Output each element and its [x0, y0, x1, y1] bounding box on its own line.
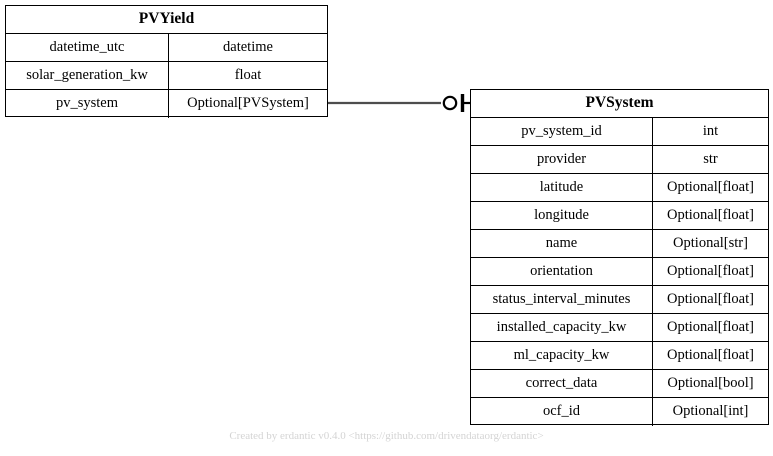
field-name: datetime_utc: [6, 34, 169, 61]
field-name: solar_generation_kw: [6, 62, 169, 89]
table-row[interactable]: pv_system_id int: [471, 118, 768, 146]
field-name: name: [471, 230, 653, 257]
table-row[interactable]: pv_system Optional[PVSystem]: [6, 90, 327, 118]
field-type: Optional[float]: [667, 263, 754, 279]
table-row[interactable]: solar_generation_kw float: [6, 62, 327, 90]
table-row[interactable]: status_interval_minutes Optional[float]: [471, 286, 768, 314]
field-type: Optional[str]: [673, 235, 748, 251]
field-type: Optional[PVSystem]: [187, 95, 309, 111]
entity-table-pvsystem[interactable]: PVSystem pv_system_id int provider str l…: [470, 89, 769, 426]
field-type: Optional[float]: [667, 319, 754, 335]
field-type: Optional[float]: [667, 291, 754, 307]
table-row[interactable]: orientation Optional[float]: [471, 258, 768, 286]
field-name: ocf_id: [471, 398, 653, 426]
field-name: orientation: [471, 258, 653, 285]
field-type: int: [702, 123, 719, 139]
field-type: float: [234, 67, 262, 83]
field-type: Optional[int]: [672, 403, 749, 419]
entity-title-pvyield: PVYield: [6, 6, 327, 34]
table-row[interactable]: datetime_utc datetime: [6, 34, 327, 62]
table-row[interactable]: provider str: [471, 146, 768, 174]
table-row[interactable]: correct_data Optional[bool]: [471, 370, 768, 398]
field-name: status_interval_minutes: [471, 286, 653, 313]
field-name: pv_system_id: [471, 118, 653, 145]
field-type: Optional[float]: [667, 347, 754, 363]
table-row[interactable]: longitude Optional[float]: [471, 202, 768, 230]
table-row[interactable]: ocf_id Optional[int]: [471, 398, 768, 426]
field-name: installed_capacity_kw: [471, 314, 653, 341]
field-name: latitude: [471, 174, 653, 201]
table-row[interactable]: name Optional[str]: [471, 230, 768, 258]
field-name: pv_system: [6, 90, 169, 118]
table-row[interactable]: latitude Optional[float]: [471, 174, 768, 202]
field-name: correct_data: [471, 370, 653, 397]
field-type: Optional[float]: [667, 207, 754, 223]
field-type: Optional[float]: [667, 179, 754, 195]
table-row[interactable]: ml_capacity_kw Optional[float]: [471, 342, 768, 370]
field-name: provider: [471, 146, 653, 173]
cardinality-zero-circle-icon: [442, 95, 458, 111]
entity-table-pvyield[interactable]: PVYield datetime_utc datetime solar_gene…: [5, 5, 328, 118]
entity-title-pvsystem: PVSystem: [471, 90, 768, 118]
field-type: Optional[bool]: [667, 375, 754, 391]
field-name: ml_capacity_kw: [471, 342, 653, 369]
field-type: str: [703, 151, 718, 167]
field-name: longitude: [471, 202, 653, 229]
footer-credit: Created by erdantic v0.4.0 <https://gith…: [229, 430, 544, 442]
table-row[interactable]: installed_capacity_kw Optional[float]: [471, 314, 768, 342]
field-type: datetime: [223, 39, 273, 55]
